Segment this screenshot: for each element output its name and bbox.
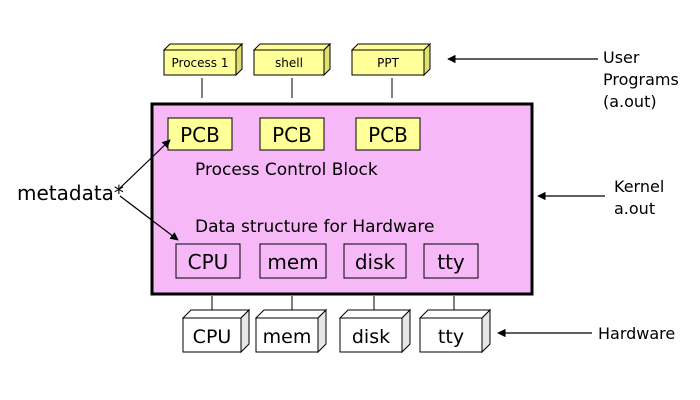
hw-structure-cpu: CPU (175, 243, 241, 279)
user-programs-label: User Programs (a.out) (603, 48, 684, 111)
hardware-connectors (211, 296, 455, 310)
pcb-label: PCB (272, 123, 312, 147)
hw-structure-caption: Data structure for Hardware (195, 217, 434, 237)
hw-structure-mem: mem (259, 243, 327, 279)
metadata-label: metadata* (17, 181, 124, 205)
user-process-box-3: PPT (350, 42, 432, 77)
hardware-disk: disk (338, 308, 412, 354)
user-process-label: Process 1 (172, 56, 229, 70)
metadata-arrow-pcb (119, 139, 171, 189)
user-process-box-2: shell (252, 42, 332, 77)
metadata-arrow-hw (119, 195, 179, 241)
hardware-label: mem (263, 326, 312, 348)
kernel-box (150, 102, 534, 296)
hw-structure-label: mem (267, 250, 318, 274)
user-process-box-1: Process 1 (162, 42, 244, 77)
user-process-label: PPT (377, 56, 399, 70)
hardware-cpu: CPU (181, 308, 251, 354)
hardware-mem: mem (254, 308, 328, 354)
pcb-box-2: PCB (259, 117, 325, 151)
hardware-tty: tty (418, 308, 492, 354)
hw-structure-label: CPU (188, 250, 229, 274)
pcb-label: PCB (368, 123, 408, 147)
hardware-label: tty (438, 326, 464, 348)
hardware-title: Hardware (598, 324, 675, 343)
pcb-label: PCB (180, 123, 220, 147)
hardware-label: CPU (193, 326, 232, 348)
pcb-box-3: PCB (355, 117, 421, 151)
pcb-box-1: PCB (167, 117, 233, 151)
user-process-label: shell (275, 56, 303, 70)
hw-structure-disk: disk (343, 243, 407, 279)
hw-structure-label: disk (355, 250, 396, 274)
hardware-label: disk (352, 326, 390, 348)
hw-structure-label: tty (437, 250, 465, 274)
kernel-label: Kernel a.out (614, 177, 669, 218)
process-connectors (201, 78, 393, 98)
hw-structure-tty: tty (423, 243, 479, 279)
pcb-caption: Process Control Block (195, 160, 378, 180)
